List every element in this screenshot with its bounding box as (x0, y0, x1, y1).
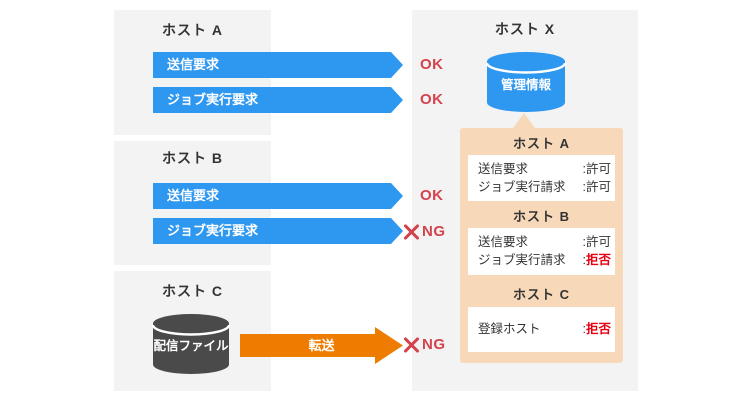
host-a-title: ホスト A (162, 22, 223, 38)
permission-row: 送信要求 :許可 (478, 162, 611, 177)
cylinder-label: 配信ファイル (153, 339, 229, 353)
x-mark-icon (403, 337, 419, 353)
callout-host-b-title: ホスト B (512, 209, 570, 224)
host-a-job-result: OK (420, 91, 444, 108)
arrow-label: ジョブ実行要求 (167, 92, 259, 107)
permission-label: 送信要求 (478, 161, 529, 176)
host-a-send-result: OK (420, 56, 444, 73)
host-c-permission-box: 登録ホスト :拒否 (468, 307, 615, 352)
host-b-permission-box: 送信要求 :許可 ジョブ実行請求 :拒否 (468, 228, 615, 275)
host-x-title: ホスト X (494, 21, 556, 37)
permission-row: ジョブ実行請求 :許可 (478, 180, 611, 195)
permission-label: ジョブ実行請求 (478, 179, 566, 194)
permission-value: :拒否 (582, 253, 612, 267)
callout-pointer-icon (513, 113, 535, 128)
host-b-job-result: NG (422, 223, 446, 240)
host-b-job-request-arrow: ジョブ実行要求 (153, 218, 403, 244)
host-a-permission-box: 送信要求 :許可 ジョブ実行請求 :許可 (468, 155, 615, 201)
host-c-title: ホスト C (162, 283, 223, 299)
permission-value: :拒否 (582, 322, 612, 336)
arrow-label: 送信要求 (167, 188, 220, 203)
permission-label: 登録ホスト (478, 322, 541, 336)
callout-host-c-title: ホスト C (512, 287, 570, 302)
permission-label: 送信要求 (478, 235, 529, 249)
cylinder-icon (485, 52, 567, 112)
callout-host-a-title: ホスト A (512, 136, 570, 151)
permission-callout: ホスト A 送信要求 :許可 ジョブ実行請求 :許可 ホスト B 送信要求 :許… (460, 113, 623, 363)
arrow-label: 転送 (308, 338, 335, 353)
host-b-send-result: OK (420, 187, 444, 204)
permission-row: 送信要求 :許可 (478, 235, 611, 250)
permission-label: ジョブ実行請求 (478, 253, 566, 267)
host-c-transfer-result: NG (422, 336, 446, 353)
cylinder-label: 管理情報 (500, 78, 551, 92)
cylinder-icon (151, 314, 231, 374)
x-mark-icon (403, 224, 419, 240)
host-b-title: ホスト B (162, 150, 223, 166)
host-a-send-request-arrow: 送信要求 (153, 52, 403, 78)
host-a-job-request-arrow: ジョブ実行要求 (153, 87, 403, 113)
permission-value: :許可 (582, 179, 612, 194)
permission-row: ジョブ実行請求 :拒否 (478, 253, 611, 268)
distribution-file-cylinder: 配信ファイル (151, 313, 231, 375)
permission-row: 登録ホスト :拒否 (478, 322, 611, 337)
host-b-send-request-arrow: 送信要求 (153, 183, 403, 209)
arrow-label: 送信要求 (167, 57, 220, 72)
permission-value: :許可 (582, 235, 612, 249)
management-info-cylinder: 管理情報 (485, 51, 567, 113)
arrow-label: ジョブ実行要求 (167, 223, 259, 238)
permission-value: :許可 (582, 161, 612, 176)
